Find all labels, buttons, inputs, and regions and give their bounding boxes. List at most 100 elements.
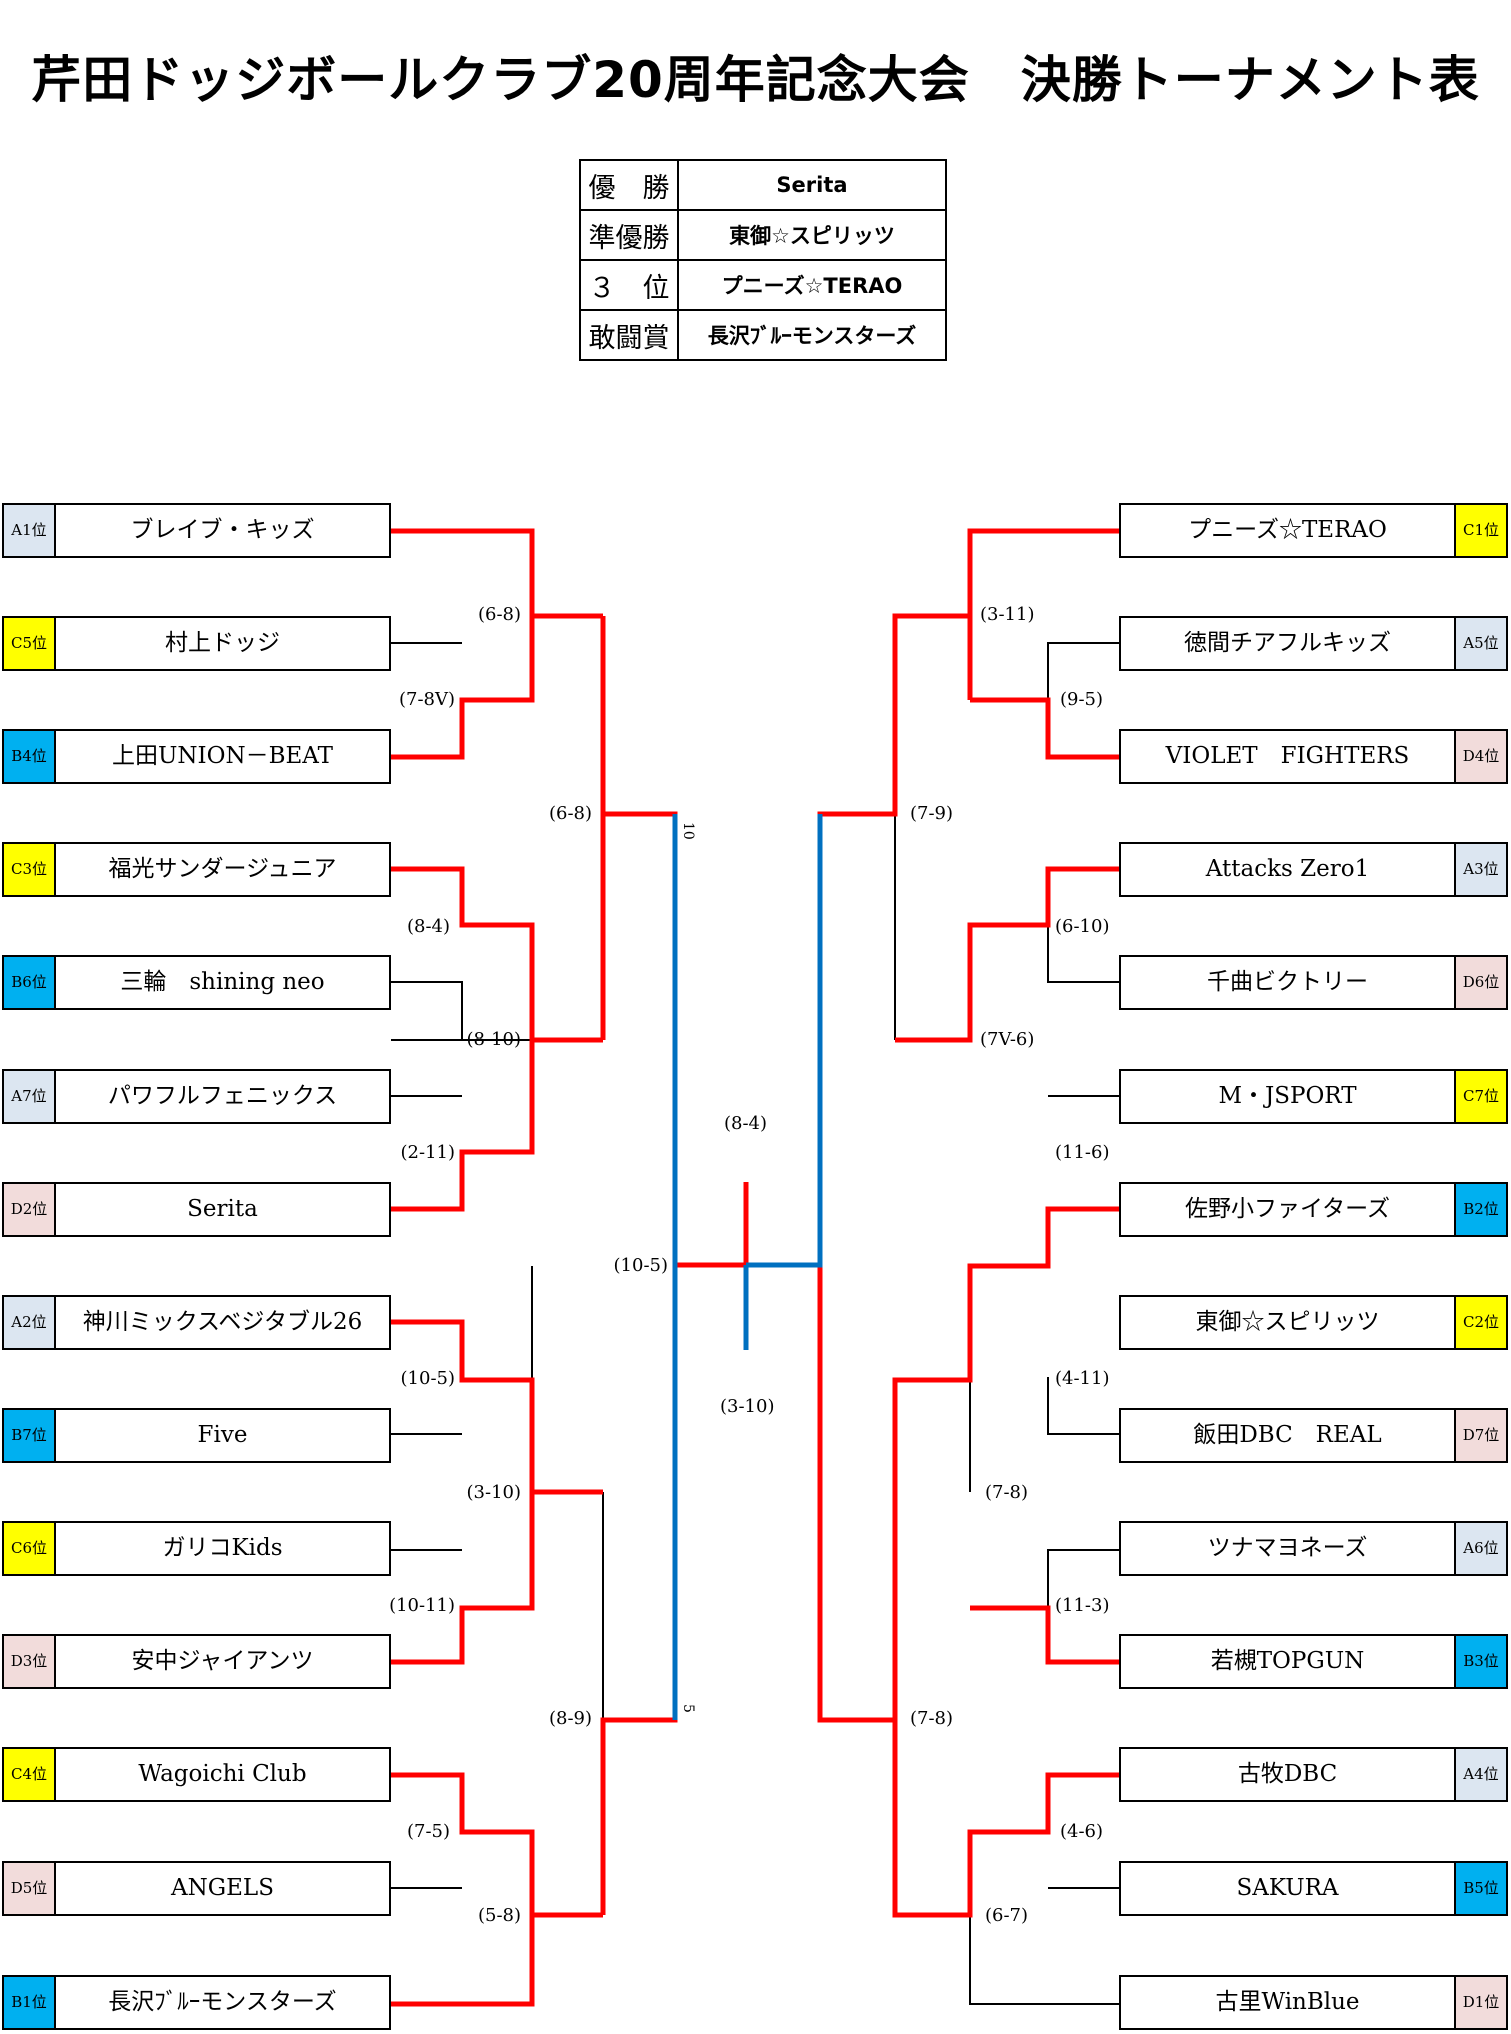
team-name: 佐野小ファイターズ [1185, 1196, 1390, 1222]
bracket-line [391, 981, 463, 1041]
team-name: 若槻TOPGUN [1210, 1648, 1365, 1674]
match-score: (4-11) [1055, 1368, 1110, 1389]
seed-badge: B2位 [1454, 1184, 1506, 1235]
seed-badge: A7位 [4, 1071, 56, 1122]
seed-badge: D1位 [1454, 1977, 1506, 2028]
winner-line [817, 1206, 1119, 1723]
match-score: (7V-6) [980, 1029, 1035, 1050]
team-name: 古牧DBC [1237, 1761, 1338, 1787]
winner-line [391, 616, 535, 760]
team-slot: A2位神川ミックスベジタブル26 [2, 1295, 391, 1350]
team-name: 古里WinBlue [1215, 1989, 1360, 2015]
winner-line [391, 1492, 535, 1665]
team-name: Attacks Zero1 [1205, 856, 1370, 882]
seed-badge: A2位 [4, 1297, 56, 1348]
bracket-line [1047, 925, 1119, 983]
team-name: SAKURA [1236, 1875, 1339, 1901]
winner-line [391, 866, 603, 1043]
match-score: (5-8) [477, 1905, 521, 1926]
match-score: (11-6) [1055, 1142, 1110, 1163]
seed-badge: A5位 [1454, 618, 1506, 669]
match-score: (4-6) [1060, 1821, 1104, 1842]
team-name: M・JSPORT [1218, 1083, 1357, 1109]
team-slot: 古牧DBC A4位 [1119, 1747, 1508, 1802]
seed-badge: C1位 [1454, 505, 1506, 556]
team-name: 安中ジャイアンツ [131, 1648, 314, 1674]
seed-badge: B3位 [1454, 1636, 1506, 1687]
seed-badge: B1位 [4, 1977, 56, 2028]
results-team: 東御☆スピリッツ [677, 209, 947, 261]
match-score: (7-5) [406, 1821, 450, 1842]
seed-badge: C3位 [4, 844, 56, 895]
match-score: (3-10) [466, 1482, 521, 1503]
team-slot: C3位 福光サンダージュニア [2, 842, 391, 897]
team-slot: プニーズ☆TERAO C1位 [1119, 503, 1508, 558]
results-row-fighting-spirit: 敢闘賞 長沢ﾌﾞﾙｰモンスターズ [579, 309, 947, 361]
seed-badge: C2位 [1454, 1297, 1506, 1348]
team-slot: B4位上田UNION－BEAT [2, 729, 391, 784]
team-name: プニーズ☆TERAO [1188, 517, 1387, 543]
match-score: (7-8V) [398, 689, 455, 710]
team-slot: B6位三輪 shining neo [2, 955, 391, 1010]
winner-line [970, 697, 1119, 760]
team-name: ガリコKids [162, 1535, 283, 1561]
seed-badge: A1位 [4, 505, 56, 556]
seed-badge: B4位 [4, 731, 56, 782]
bracket-black-lines [391, 616, 1119, 2005]
team-name: 福光サンダージュニア [108, 856, 337, 882]
seed-badge: D7位 [1454, 1410, 1506, 1461]
match-score: (6-10) [1055, 916, 1110, 937]
seed-badge: B6位 [4, 957, 56, 1008]
bracket-line [1047, 642, 1119, 700]
page-title: 芹田ドッジボールクラブ20周年記念大会 決勝トーナメント表 [31, 51, 1480, 109]
match-score: (9-5) [1060, 689, 1104, 710]
match-score: (6-7) [985, 1905, 1029, 1926]
winner-line [600, 1265, 678, 1915]
seed-badge: B7位 [4, 1410, 56, 1461]
team-name: 千曲ビクトリー [1207, 969, 1368, 995]
seed-badge: A4位 [1454, 1749, 1506, 1800]
winner-line [892, 1720, 1119, 1918]
winner-line [391, 1040, 535, 1212]
third-place-score-top: (8-4) [724, 1113, 768, 1134]
results-row-runner-up: 準優勝 東御☆スピリッツ [579, 209, 947, 261]
results-label: 敢闘賞 [579, 309, 679, 361]
seed-badge: D5位 [4, 1863, 56, 1914]
seed-badge: C7位 [1454, 1071, 1506, 1122]
team-slot: A1位 ブレイブ・キッズ [2, 503, 391, 558]
team-slot: C6位ガリコKids [2, 1521, 391, 1576]
team-slot: 佐野小ファイターズ B2位 [1119, 1182, 1508, 1237]
team-slot: B7位 Five [2, 1408, 391, 1463]
seed-badge: A6位 [1454, 1523, 1506, 1574]
team-name: Five [197, 1422, 248, 1448]
final-score: (10-5) [613, 1255, 668, 1276]
team-name: Serita [187, 1196, 258, 1222]
match-score: (6-8) [548, 803, 592, 824]
team-slot: 古里WinBlue D1位 [1119, 1975, 1508, 2030]
results-row-third: ３ 位 プニーズ☆TERAO [579, 259, 947, 311]
seed-badge: D3位 [4, 1636, 56, 1687]
bracket-final-lines [672, 814, 823, 1720]
team-name: ブレイブ・キッズ [130, 517, 315, 543]
game-number-label: 10 [680, 822, 696, 840]
final-line [746, 814, 823, 1268]
match-score: (11-3) [1055, 1595, 1110, 1616]
results-team: プニーズ☆TERAO [677, 259, 947, 311]
results-team: Serita [677, 159, 947, 211]
team-slot: M・JSPORT C7位 [1119, 1069, 1508, 1124]
winner-line [895, 866, 1119, 1043]
match-score: (10-11) [389, 1595, 455, 1616]
match-score: (10-5) [400, 1368, 455, 1389]
seed-badge: D4位 [1454, 731, 1506, 782]
winner-line [391, 1772, 603, 1918]
team-slot: A7位パワフルフェニックス [2, 1069, 391, 1124]
team-name: 長沢ﾌﾞﾙｰモンスターズ [108, 1989, 337, 2015]
third-place-score-bottom: (3-10) [720, 1396, 775, 1417]
